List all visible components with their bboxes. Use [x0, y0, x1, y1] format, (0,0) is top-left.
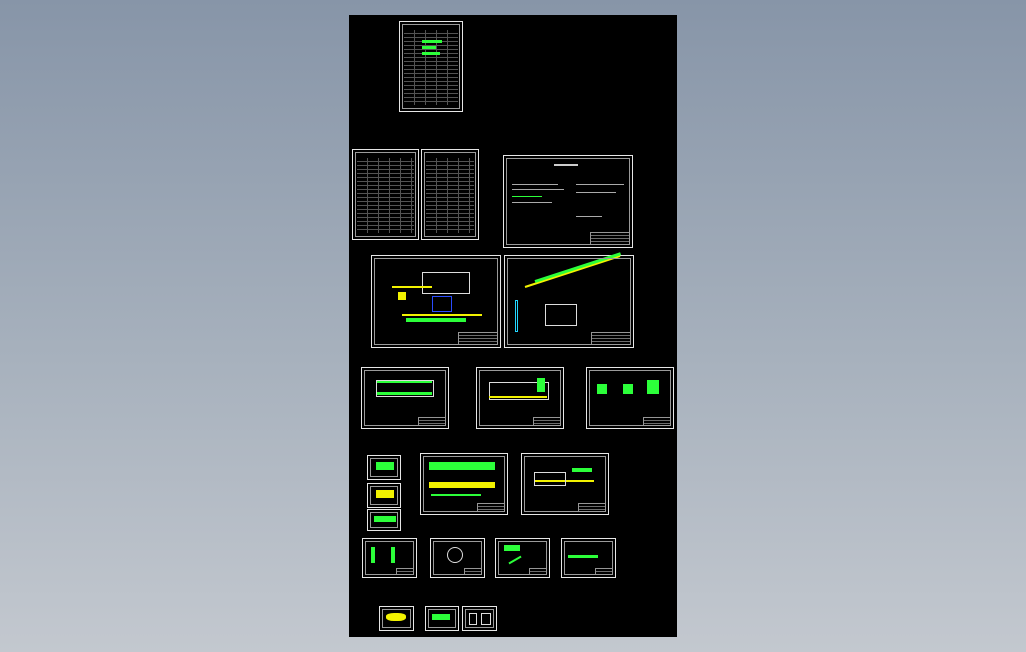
pipe-detail-4[interactable] — [561, 538, 616, 578]
pipe-detail-2[interactable] — [430, 538, 485, 578]
pump-station-section[interactable] — [371, 255, 501, 348]
tank-body — [489, 382, 549, 400]
tank-details[interactable] — [586, 367, 674, 429]
table-grid — [426, 158, 474, 233]
pipe-fitting — [398, 292, 406, 300]
material-table-2[interactable] — [421, 149, 479, 240]
table-grid — [357, 158, 414, 233]
structure-outline — [545, 304, 577, 326]
small-detail-1[interactable] — [367, 455, 401, 480]
detail-shape — [374, 516, 396, 522]
fitting-detail-2[interactable] — [425, 606, 459, 631]
detail-block — [597, 384, 607, 394]
pipe-line — [392, 286, 432, 288]
title-block — [418, 416, 445, 425]
title-block — [533, 416, 560, 425]
pipe-shape — [568, 555, 598, 558]
tank-outline — [376, 392, 432, 395]
note-lines — [576, 184, 624, 185]
title-block — [589, 232, 629, 244]
highlight-block — [422, 46, 436, 49]
small-detail-3[interactable] — [367, 509, 401, 531]
notes-heading — [554, 164, 578, 166]
tank-body — [376, 380, 434, 397]
section-annotation — [572, 468, 592, 472]
pipe-detail-1[interactable] — [362, 538, 417, 578]
pipe-shape — [391, 547, 395, 563]
note-lines — [512, 196, 542, 197]
building-outline — [422, 272, 470, 294]
structure-plan-sheet[interactable] — [420, 453, 508, 515]
note-lines — [512, 189, 564, 190]
cyan-line — [515, 300, 518, 332]
title-block — [396, 568, 413, 574]
note-lines — [512, 202, 552, 203]
note-lines — [512, 184, 558, 185]
tank-outline — [376, 380, 432, 383]
pipe-shape — [508, 555, 522, 565]
pipe-shape — [504, 545, 520, 551]
title-block — [578, 502, 605, 511]
pipe-detail-3[interactable] — [495, 538, 550, 578]
fitting-detail-1[interactable] — [379, 606, 414, 631]
title-block — [643, 416, 670, 425]
title-block — [477, 502, 504, 511]
tank-plan-2[interactable] — [476, 367, 564, 429]
detail-shape — [376, 462, 394, 470]
green-annotation — [406, 318, 466, 322]
detail-block — [623, 384, 633, 394]
structure-section-sheet[interactable] — [521, 453, 609, 515]
fitting-detail-3[interactable] — [462, 606, 497, 631]
site-plan-sheet[interactable] — [504, 252, 634, 348]
material-table-1[interactable] — [352, 149, 419, 240]
title-block — [529, 568, 546, 574]
title-block — [590, 332, 630, 344]
pipe-shape — [447, 547, 463, 563]
tank-outline — [489, 396, 547, 398]
highlight-block — [422, 52, 440, 55]
highlight-block — [422, 40, 442, 43]
detail-shape — [376, 490, 394, 498]
section-line — [534, 480, 594, 482]
title-block — [464, 568, 481, 574]
blue-equipment — [432, 296, 452, 312]
tank-plan-1[interactable] — [361, 367, 449, 429]
tank-outline — [537, 378, 545, 392]
table-grid — [404, 30, 458, 105]
pipe-line — [402, 314, 482, 316]
title-block — [595, 568, 612, 574]
fitting-shape — [469, 613, 477, 625]
dimension-line — [431, 494, 481, 496]
diagonal-road — [524, 255, 621, 288]
structure-outline — [429, 462, 495, 470]
small-detail-2[interactable] — [367, 483, 401, 508]
fitting-shape — [432, 614, 450, 620]
drawing-list-sheet[interactable] — [399, 21, 463, 112]
site-boundary — [534, 252, 622, 283]
title-block — [457, 332, 497, 344]
fitting-shape — [481, 613, 491, 625]
detail-block — [647, 380, 659, 394]
structure-outline — [429, 482, 495, 488]
pipe-shape — [371, 547, 375, 563]
design-notes-sheet[interactable] — [503, 155, 633, 248]
section-body — [534, 472, 566, 486]
fitting-shape — [386, 613, 406, 621]
cad-model-space[interactable] — [349, 15, 677, 637]
note-lines — [576, 216, 602, 217]
note-lines — [576, 192, 616, 193]
